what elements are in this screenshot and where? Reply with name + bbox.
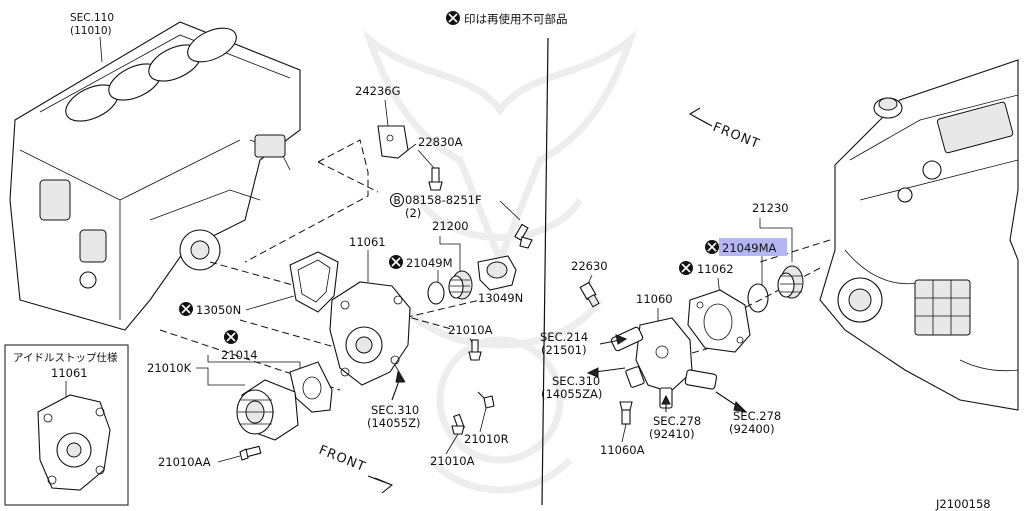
label-21010a-1: 21010A [448,323,493,337]
arrow-sec278a [661,394,671,412]
inset-title: アイドルストップ仕様 [13,351,118,364]
label-13049n: 13049N [478,291,523,305]
svg-text:FRONT: FRONT [317,443,368,475]
circled-b-icon: B [389,192,405,208]
label-11060a: 11060A [600,443,645,457]
label-sec278b-ref: (92400) [729,422,775,436]
bolt-21010a-1 [468,339,482,361]
label-21010aa: 21010AA [158,455,211,469]
label-22830a: 22830A [418,135,463,149]
front-arrow-left: FRONT [317,443,394,494]
center-divider [541,37,549,506]
water-pump-21010k [236,379,299,441]
label-21200: 21200 [432,219,469,233]
x-mark-icon [679,261,693,275]
x-mark-icon [179,302,193,316]
idle-stop-inset: アイドルストップ仕様 11061 [4,344,129,506]
bolt-21010r [477,391,495,409]
oring-21049m [427,281,445,305]
x-mark-icon [389,255,403,269]
inset-part-no: 11061 [51,366,88,380]
label-sec310-left-ref: (14055Z) [367,416,420,430]
bracket-24236g [377,99,409,159]
label-sec278b: SEC.278 [733,409,781,423]
sec110-ref: (11010) [70,25,112,37]
label-24236g: 24236G [355,84,401,98]
arrow-sec310-left [391,370,405,401]
note-text: 印は再使用不可部品 [464,12,568,26]
label-11061: 11061 [349,235,386,249]
label-21014: 21014 [221,348,258,362]
label-21010a-2: 21010A [430,454,475,468]
highlight-21049ma [719,238,787,256]
pump-housing-11061 [329,281,411,386]
non-reusable-note: 印は再使用不可部品 [446,11,568,26]
label-22630: 22630 [571,259,608,273]
diagram-code: J2100158 [935,497,991,511]
label-21049m: 21049M [406,256,453,270]
svg-text:FRONT: FRONT [711,120,762,152]
arrow-sec310-right [586,367,626,378]
label-sec214-ref: (21501) [541,343,587,357]
thermostat-21230 [777,265,804,299]
housing-13049n [477,255,517,291]
sec110-label: SEC.110 [70,12,114,24]
label-sec310-right-ref: (14055ZA) [541,387,602,401]
x-mark-icon [224,330,238,344]
x-mark-icon [446,11,460,25]
label-08158-qty: (2) [405,206,421,220]
cylinder-head-illustration [819,59,1019,411]
label-sec278a: SEC.278 [653,414,701,428]
bolt-21010aa [239,445,262,461]
x-mark-icon [705,240,719,254]
sensor-22630 [579,281,600,308]
label-sec310-right: SEC.310 [552,374,600,388]
label-21010k: 21010K [147,361,192,375]
label-21049ma: 21049MA [722,241,777,255]
label-sec278a-ref: (92410) [649,427,695,441]
svg-text:B: B [394,195,401,207]
bolt-11060a [619,401,633,425]
oring-21049ma [747,283,769,313]
watermark-emblem [362,29,638,494]
bolt-22830a [417,149,443,191]
label-sec310-left: SEC.310 [371,403,419,417]
label-21010r: 21010R [464,432,509,446]
label-11062: 11062 [697,262,734,276]
arrow-sec278b [715,391,748,413]
label-08158: 08158-8251F [405,193,482,207]
front-arrow-right: FRONT [688,107,762,152]
bolt-08158 [499,200,533,249]
arrow-sec214 [599,334,628,345]
cylinder-block-illustration [9,21,301,331]
label-11060: 11060 [636,292,673,306]
gasket-11062 [687,289,751,353]
label-13050n: 13050N [196,303,241,317]
bolt-21010a-2 [451,413,465,435]
gasket-13050n [289,251,339,313]
label-sec214: SEC.214 [540,330,588,344]
label-21230: 21230 [752,201,789,215]
thermostat-21200 [448,270,473,300]
